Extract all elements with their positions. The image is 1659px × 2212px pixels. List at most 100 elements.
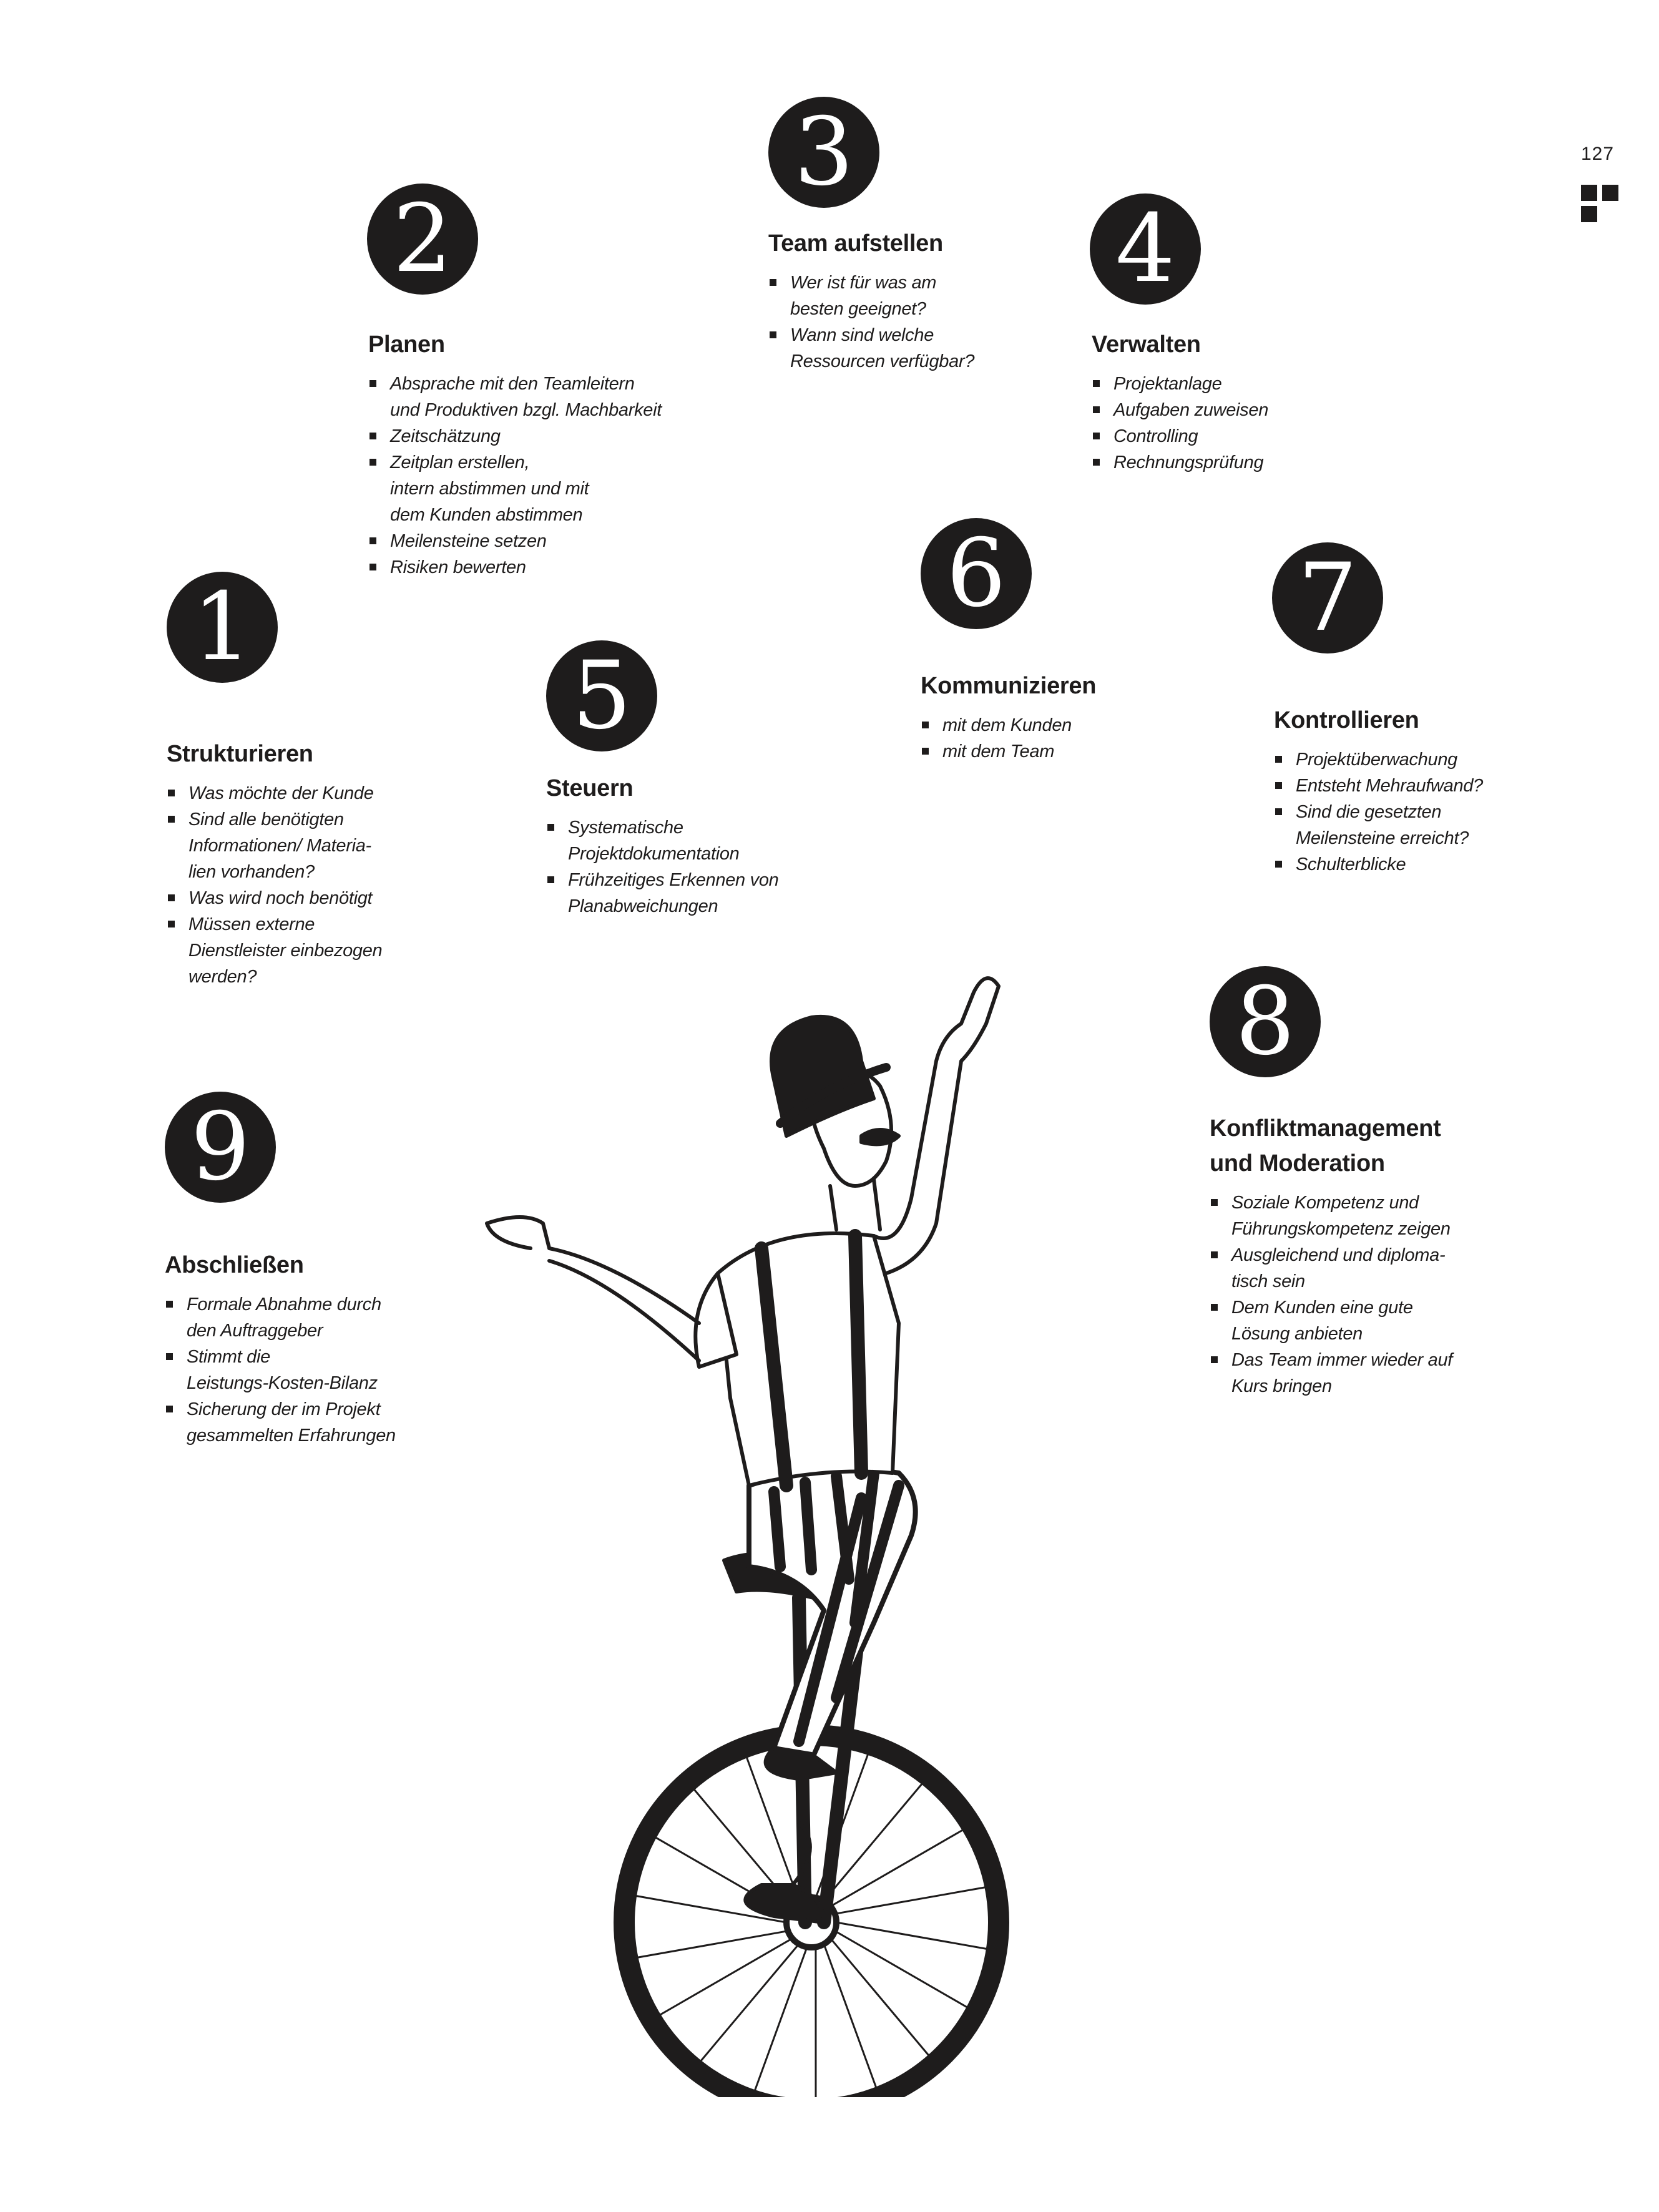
step-title-line: Verwalten bbox=[1092, 331, 1201, 358]
list-item-text: lien vorhanden? bbox=[188, 862, 315, 882]
list-item-text: Was wird noch benötigt bbox=[188, 888, 373, 908]
square-bullet-icon bbox=[1093, 433, 1100, 439]
list-item: Wer ist für was am besten geeignet? bbox=[768, 270, 974, 322]
step-number-badge: 8 bbox=[1210, 966, 1321, 1077]
step-title: Kontrollieren bbox=[1274, 703, 1483, 738]
square-bullet-icon bbox=[1275, 756, 1282, 763]
list-item-text: Soziale Kompetenz und bbox=[1231, 1193, 1419, 1213]
step-number-badge: 1 bbox=[167, 572, 278, 683]
wheel-spoke bbox=[830, 1937, 930, 2057]
chapter-squares-icon bbox=[1581, 185, 1621, 225]
list-item-text: Projektüberwachung bbox=[1296, 750, 1457, 770]
square-bullet-icon bbox=[1211, 1356, 1218, 1363]
square-bullet-icon bbox=[369, 564, 376, 570]
list-item-text: Das Team immer wieder auf bbox=[1231, 1350, 1453, 1370]
square-bullet-icon bbox=[168, 921, 175, 927]
step-title-line: Steuern bbox=[546, 775, 634, 801]
list-item-text: Informationen/ Materia- bbox=[188, 836, 371, 856]
step-title: Abschließen bbox=[165, 1248, 396, 1283]
square-bullet-icon bbox=[369, 459, 376, 466]
list-item: Absprache mit den Teamleitern und Produkt… bbox=[368, 371, 662, 423]
list-item: Projektanlage bbox=[1092, 371, 1268, 397]
list-item: Entsteht Mehraufwand? bbox=[1274, 773, 1483, 799]
step-title-line: Konfliktmanagement bbox=[1210, 1115, 1441, 1142]
square-bullet-icon bbox=[1093, 406, 1100, 413]
step-number-badge: 2 bbox=[367, 184, 478, 295]
list-item-text: Sind die gesetzten bbox=[1296, 802, 1442, 822]
list-item: Zeitplan erstellen,intern abstimmen und … bbox=[368, 449, 662, 528]
step-bullet-list: Absprache mit den Teamleitern und Produkt… bbox=[368, 371, 662, 580]
wheel-spoke bbox=[634, 1894, 788, 1924]
square-bullet-icon bbox=[1211, 1251, 1218, 1258]
square-bullet-icon bbox=[369, 433, 376, 439]
wheel-spoke bbox=[699, 1943, 800, 2063]
square-bullet-icon bbox=[547, 876, 554, 883]
list-item-text: Wann sind welche bbox=[790, 325, 934, 345]
list-item-text: Systematische bbox=[568, 818, 683, 838]
list-item: Rechnungsprüfung bbox=[1092, 449, 1268, 476]
square-bullet-icon bbox=[547, 824, 554, 831]
list-item-text: Projektdokumentation bbox=[568, 844, 740, 864]
wheel-spoke bbox=[835, 1921, 989, 1950]
list-item-text: Stimmt die bbox=[187, 1347, 270, 1367]
list-item-text: Zeitschätzung bbox=[390, 426, 501, 446]
square-bullet-icon bbox=[166, 1353, 173, 1360]
list-item-text: mit dem Kunden bbox=[942, 715, 1072, 735]
list-item: Schulterblicke bbox=[1274, 851, 1483, 878]
wheel-spoke bbox=[834, 1886, 987, 1915]
step-title-line: Strukturieren bbox=[167, 741, 313, 767]
list-item-text: gesammelten Erfahrungen bbox=[187, 1426, 396, 1446]
square-bullet-icon bbox=[166, 1301, 173, 1308]
list-item: Projektüberwachung bbox=[1274, 746, 1483, 773]
step-number-badge: 7 bbox=[1272, 542, 1383, 653]
list-item-text: Frühzeitiges Erkennen von bbox=[568, 870, 779, 890]
list-item-text: Rechnungsprüfung bbox=[1113, 453, 1264, 472]
list-item-text: Absprache mit den Teamleitern bbox=[390, 374, 635, 394]
step-title: Strukturieren bbox=[167, 737, 382, 771]
list-item-text: tisch sein bbox=[1231, 1271, 1305, 1291]
list-item-text: Ressourcen verfügbar? bbox=[790, 351, 975, 371]
step-title: Steuern bbox=[546, 771, 778, 806]
square-bullet-icon bbox=[168, 894, 175, 901]
list-item-text: Lösung anbieten bbox=[1231, 1324, 1363, 1344]
square-bullet-icon bbox=[369, 537, 376, 544]
square-bullet-icon bbox=[770, 279, 776, 286]
step-number-badge: 9 bbox=[165, 1092, 276, 1203]
list-item: mit dem Kunden bbox=[921, 712, 1096, 738]
list-item: Zeitschätzung bbox=[368, 423, 662, 449]
square-bullet-icon bbox=[770, 331, 776, 338]
wheel-spoke bbox=[658, 1937, 793, 2017]
step-number-badge: 3 bbox=[768, 97, 879, 208]
list-item-text: und Produktiven bzgl. Machbarkeit bbox=[390, 400, 662, 420]
square-bullet-icon bbox=[168, 790, 175, 796]
wheel-spoke bbox=[834, 1930, 969, 2009]
square-bullet-icon bbox=[1275, 861, 1282, 868]
list-item-text: Schulterblicke bbox=[1296, 854, 1406, 874]
list-item-text: dem Kunden abstimmen bbox=[390, 505, 583, 525]
wheel-spoke bbox=[830, 1828, 964, 1907]
square-bullet-icon bbox=[922, 748, 929, 755]
list-item-text: Wer ist für was am bbox=[790, 273, 937, 293]
list-item-text: besten geeignet? bbox=[790, 299, 926, 319]
list-item-text: Leistungs-Kosten-Bilanz bbox=[187, 1373, 378, 1393]
square-bullet-icon bbox=[166, 1406, 173, 1412]
